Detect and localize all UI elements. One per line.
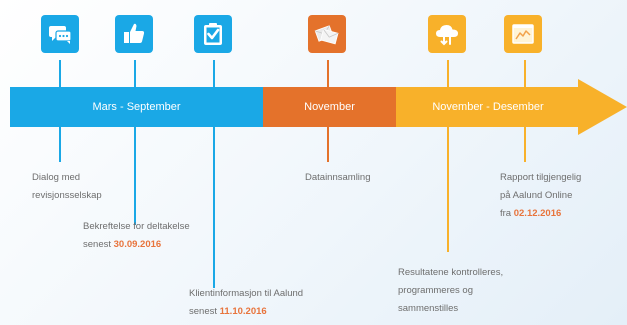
- clipboard-check-icon: [204, 23, 222, 45]
- icon-box-rapport: [504, 15, 542, 53]
- milestone-text: Bekreftelse for deltakelse: [83, 221, 190, 232]
- milestone-date-line: senest 11.10.2016: [189, 303, 303, 321]
- milestone-text: på Aalund Online: [500, 190, 573, 201]
- segment-label: November: [304, 101, 355, 113]
- timeline-arrowhead: [578, 79, 627, 135]
- thumbs-up-icon: [124, 23, 145, 43]
- milestone-klientinformasjon: Klientinformasjon til Aalund senest 11.1…: [189, 285, 303, 321]
- milestone-date-line: senest 30.09.2016: [83, 236, 190, 254]
- milestone-text: Dialog med: [32, 172, 81, 183]
- report-chart-icon: [512, 24, 534, 44]
- envelopes-icon: [314, 25, 339, 45]
- milestone-dialog: Dialog med revisjonsselskap: [32, 169, 102, 205]
- milestone-text: Rapport tilgjengelig: [500, 172, 582, 183]
- timeline-segment-november: November: [263, 87, 396, 127]
- milestone-resultatene: Resultatene kontrolleres, programmeres o…: [398, 264, 503, 318]
- milestone-text: senest: [83, 239, 114, 250]
- icon-box-resultatene: [428, 15, 466, 53]
- icon-box-datainnsamling: [308, 15, 346, 53]
- chat-bubbles-icon: [49, 26, 72, 44]
- milestone-date-line: fra 02.12.2016: [500, 205, 581, 223]
- milestone-text: senest: [189, 306, 220, 317]
- milestone-text: programmeres og: [398, 285, 473, 296]
- connector-line-klientinformasjon: [213, 60, 215, 288]
- segment-label: November - Desember: [432, 101, 544, 113]
- milestone-bekreftelse: Bekreftelse for deltakelse senest 30.09.…: [83, 218, 190, 254]
- milestone-text: Klientinformasjon til Aalund: [189, 288, 304, 299]
- milestone-text: sammenstilles: [398, 303, 459, 314]
- timeline-segment-november-desember: November - Desember: [396, 87, 580, 127]
- deadline-date: 30.09.2016: [113, 239, 162, 250]
- segment-label: Mars - September: [92, 101, 181, 113]
- milestone-datainnsamling: Datainnsamling: [305, 169, 370, 187]
- deadline-date: 02.12.2016: [513, 208, 562, 219]
- timeline-segment-mars-september: Mars - September: [10, 87, 263, 127]
- milestone-text: Datainnsamling: [305, 172, 371, 183]
- icon-box-bekreftelse: [115, 15, 153, 53]
- deadline-date: 11.10.2016: [219, 306, 267, 317]
- milestone-text: fra: [500, 208, 514, 219]
- icon-box-klientinformasjon: [194, 15, 232, 53]
- connector-line-bekreftelse: [134, 60, 136, 225]
- connector-line-resultatene: [447, 60, 449, 252]
- milestone-text: Resultatene kontrolleres,: [398, 267, 504, 278]
- cloud-upload-download-icon: [436, 25, 458, 46]
- icon-box-dialog: [41, 15, 79, 53]
- milestone-rapport: Rapport tilgjengelig på Aalund Online fr…: [500, 169, 581, 223]
- milestone-text: revisjonsselskap: [32, 190, 102, 201]
